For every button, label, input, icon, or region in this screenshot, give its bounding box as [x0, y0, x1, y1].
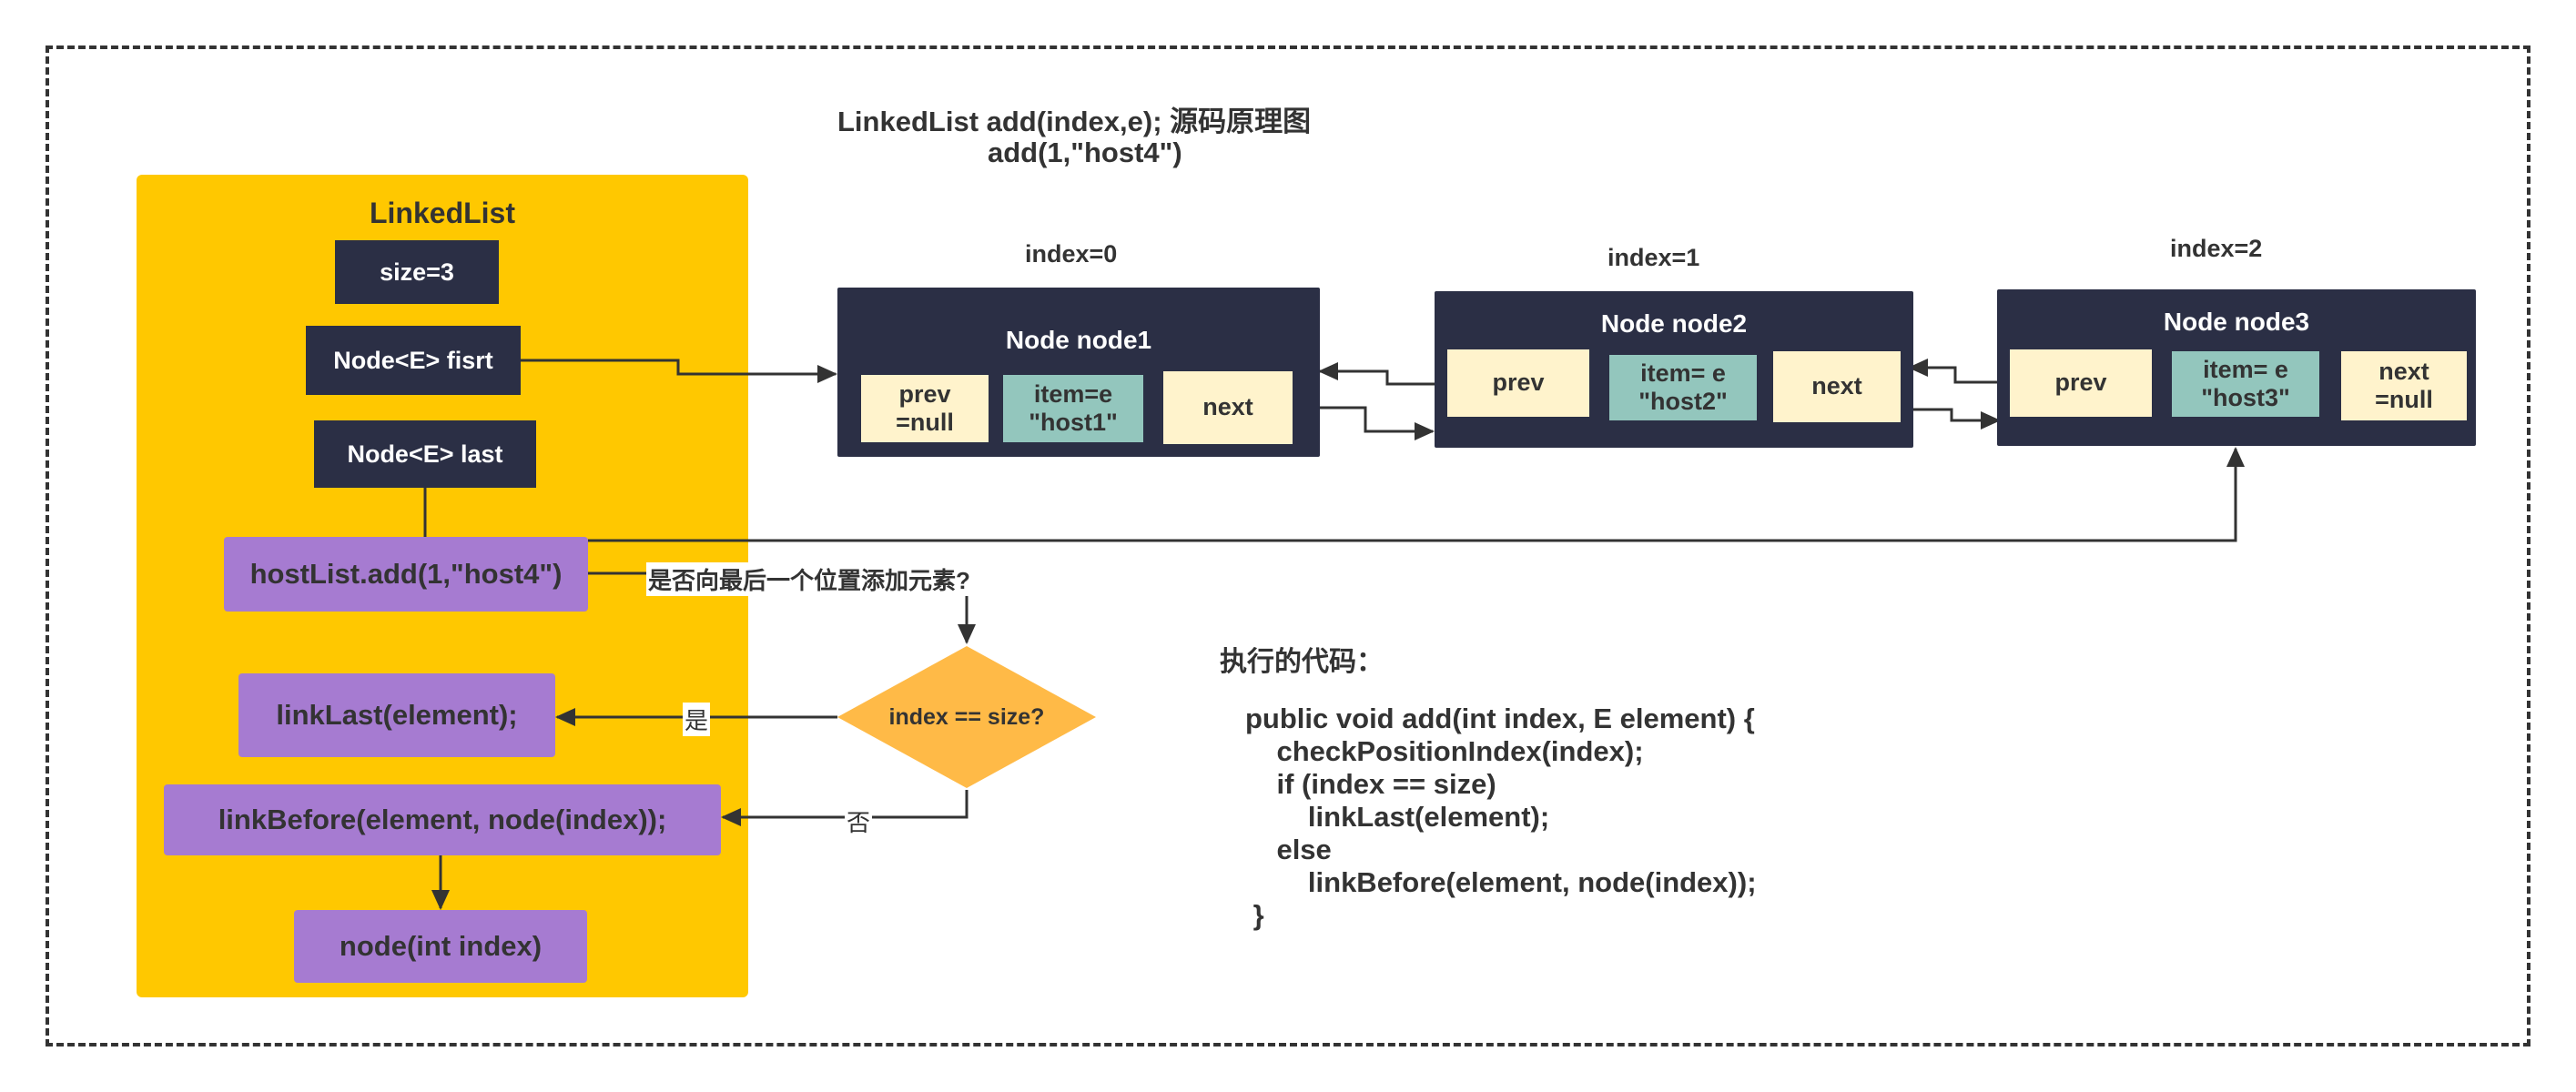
decision-diamond — [837, 646, 1096, 788]
link-last-box: linkLast(element); — [238, 673, 555, 757]
diagram-subtitle: add(1,"host4") — [988, 136, 1182, 168]
size-box: size=3 — [335, 240, 499, 304]
decision-no-label: 否 — [845, 804, 873, 838]
node3-next: next =null — [2341, 351, 2467, 420]
code-line: if (index == size) — [1245, 768, 1496, 800]
decision-question-label: 是否向最后一个位置添加元素? — [646, 562, 972, 596]
first-node-box: Node<E> fisrt — [306, 326, 521, 395]
node1-title: Node node1 — [1005, 325, 1152, 354]
first-to-node1-arrow — [521, 359, 837, 383]
decision-condition: index == size? — [888, 703, 1045, 730]
decision-yes-label: 是 — [683, 703, 711, 736]
node3-item: item= e "host3" — [2172, 351, 2319, 417]
node1-next-to-node2-arrow — [1320, 406, 1435, 440]
code-heading: 执行的代码： — [1220, 647, 1384, 677]
code-block: public void add(int index, E element) { … — [1245, 703, 1757, 932]
node3-title: Node node3 — [2163, 307, 2310, 336]
code-line: linkLast(element); — [1245, 801, 1550, 833]
dashed-frame — [46, 46, 2530, 1046]
node1-index-label: index=0 — [1025, 240, 1118, 268]
node2-next: next — [1773, 351, 1901, 422]
node3-prev-to-node2-arrow — [1908, 359, 2008, 384]
node1-item: item=e "host1" — [1003, 375, 1143, 442]
code-line: linkBefore(element, node(index)); — [1245, 866, 1757, 898]
node1-prev: prev =null — [861, 375, 989, 442]
link-before-box: linkBefore(element, node(index)); — [164, 784, 721, 855]
node3-index-label: index=2 — [2170, 235, 2263, 262]
add-call-box: hostList.add(1,"host4") — [224, 537, 588, 612]
last-node-box: Node<E> last — [314, 420, 536, 488]
node2-title: Node node2 — [1600, 308, 1748, 338]
linkedlist-title: LinkedList — [369, 197, 515, 229]
node2-next-to-node3-arrow — [1910, 408, 2001, 430]
code-line: checkPositionIndex(index); — [1245, 735, 1644, 767]
node3-prev: prev — [2010, 349, 2152, 417]
node-index-box: node(int index) — [294, 910, 587, 983]
node1-next: next — [1163, 371, 1293, 444]
node2-prev: prev — [1447, 349, 1589, 417]
code-line: } — [1245, 899, 1264, 931]
code-line: public void add(int index, E element) { — [1245, 703, 1755, 734]
decision-no-arrow — [721, 790, 969, 826]
code-line: else — [1245, 834, 1332, 865]
node2-item: item= e "host2" — [1609, 355, 1757, 420]
add-to-node3-arrow — [588, 447, 2245, 542]
node2-index-label: index=1 — [1607, 244, 1700, 271]
diagram-title: LinkedList add(index,e); 源码原理图 — [837, 106, 1312, 137]
node2-prev-to-node1-arrow — [1318, 362, 1447, 386]
